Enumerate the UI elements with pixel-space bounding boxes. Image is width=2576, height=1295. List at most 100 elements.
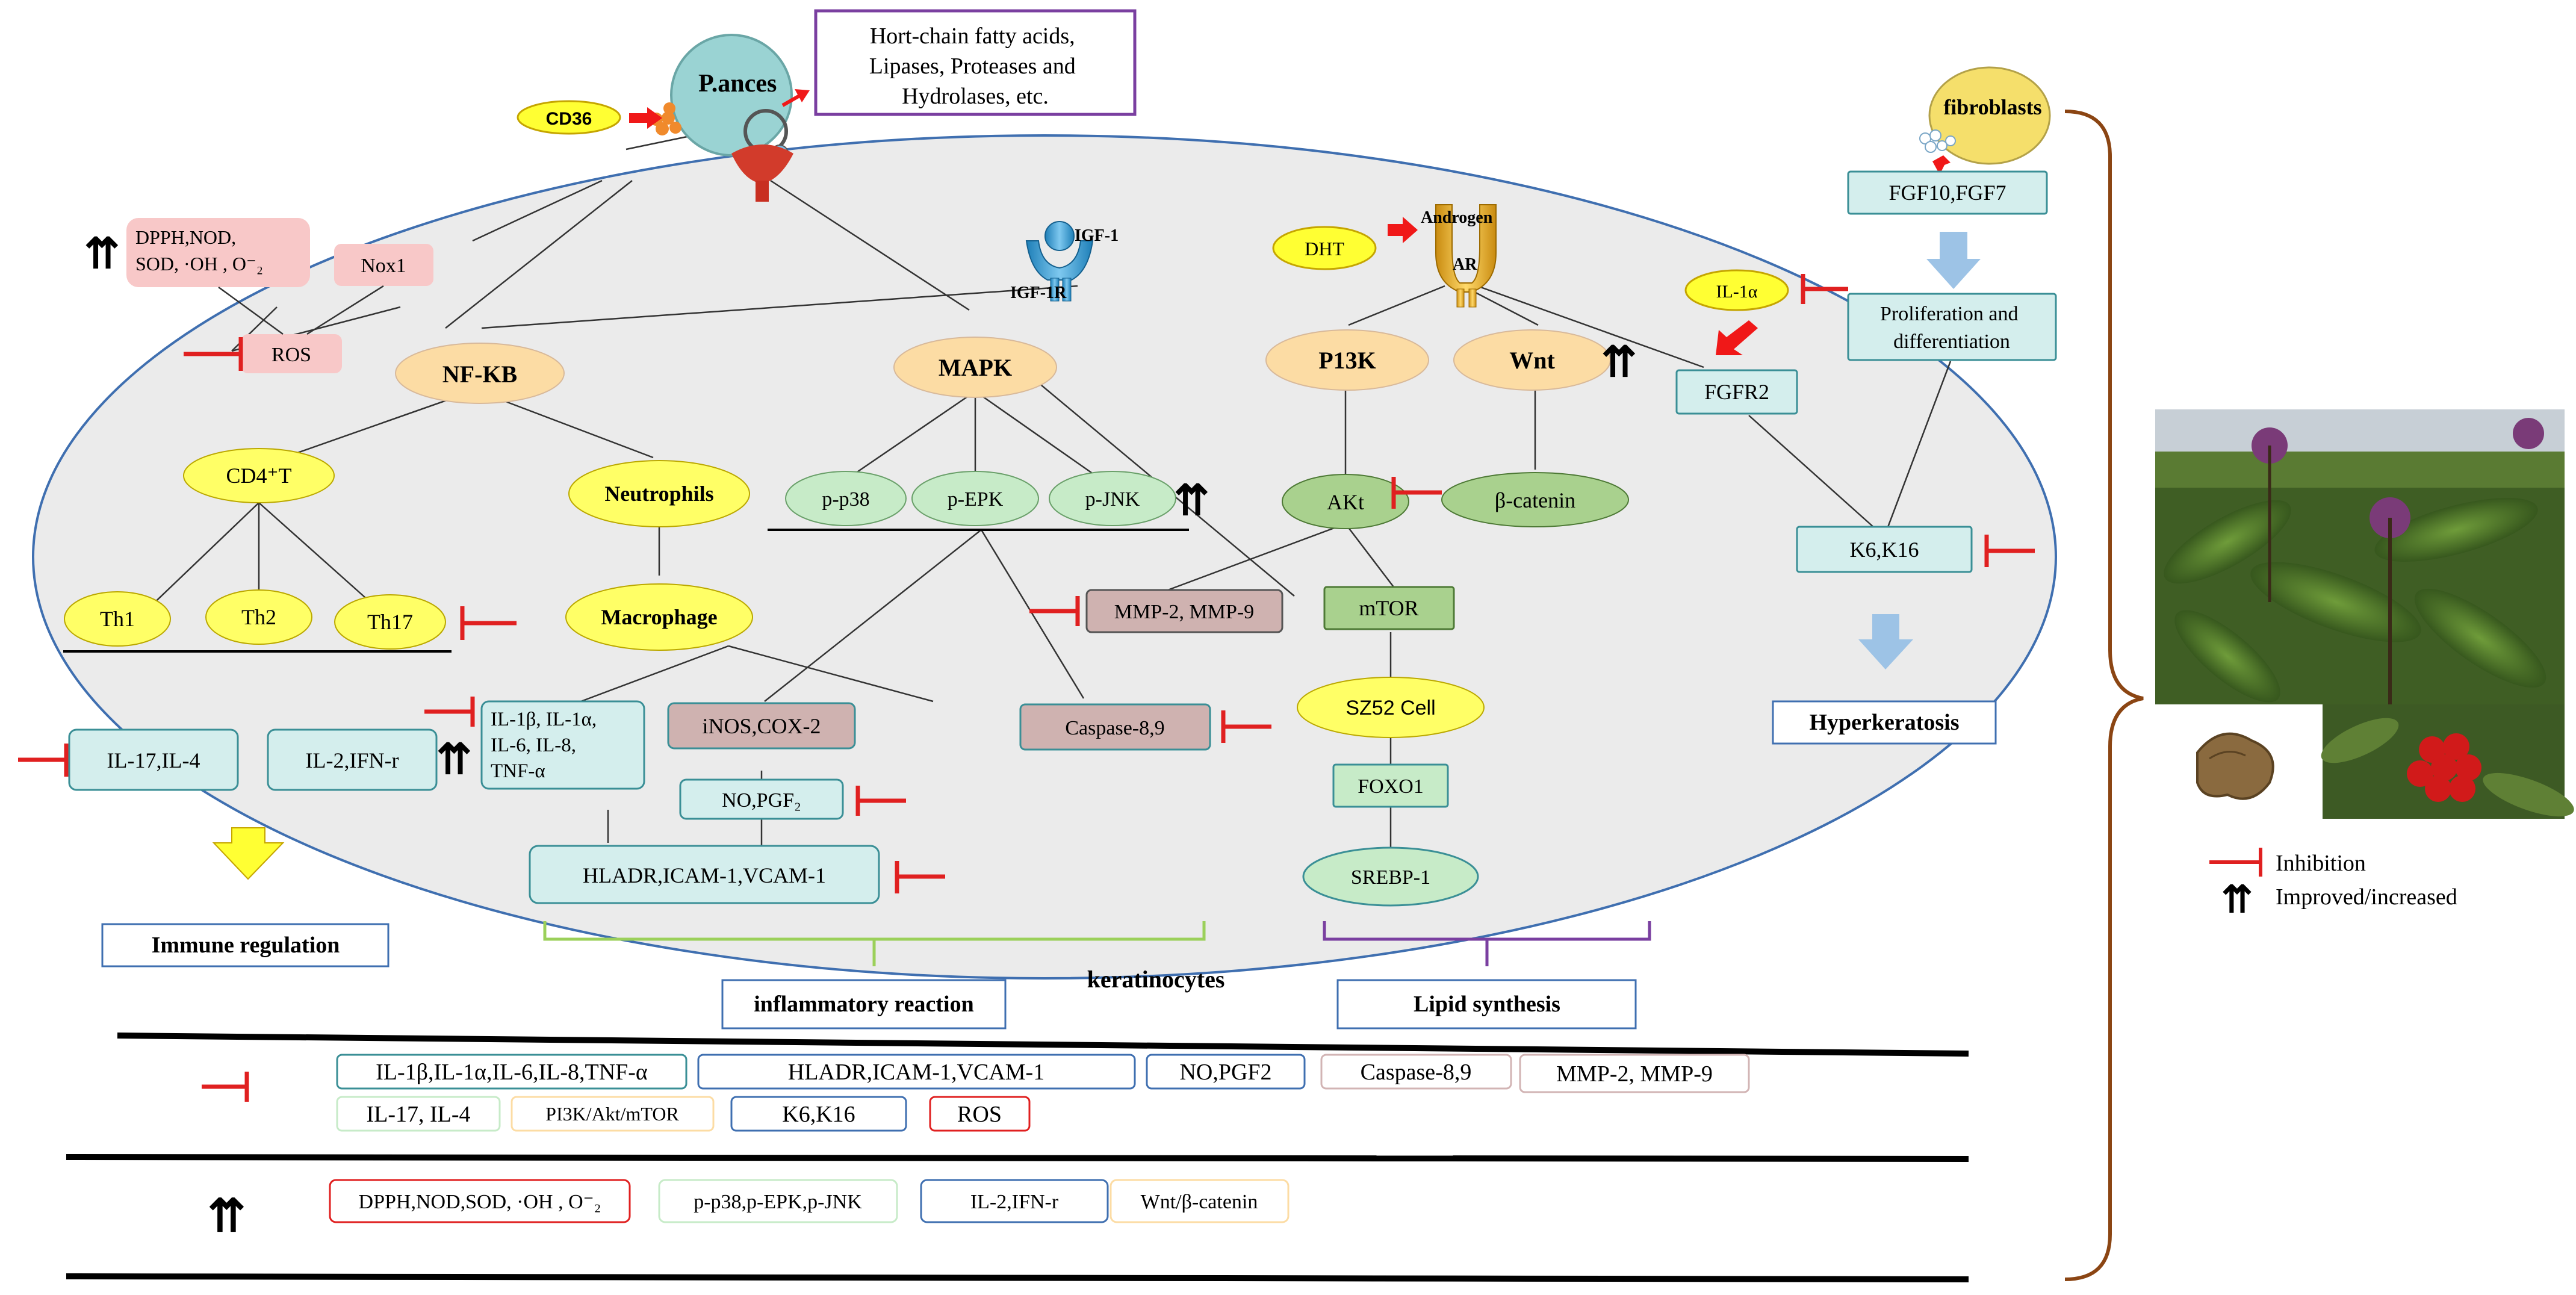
nfkb-oval <box>395 343 565 404</box>
il2-box <box>267 728 438 791</box>
cd4t-oval <box>183 448 335 503</box>
summary-rule-middle <box>66 1154 1969 1162</box>
fibroblasts-label: fibroblasts <box>1943 95 2041 119</box>
summary-inhibited-chips: IL-1β,IL-1α,IL-6,IL-8,TNF-α HLADR,ICAM-1… <box>336 1054 1750 1132</box>
hyperkeratosis-label: Hyperkeratosis <box>1809 710 1959 735</box>
legend-inhibition-label: Inhibition <box>2276 851 2366 876</box>
nox1-box <box>334 244 433 286</box>
cd36-arrow <box>629 107 662 129</box>
wnt-oval <box>1453 329 1611 391</box>
legend-improved-icon: ⇈ <box>2221 879 2253 921</box>
th1-label: Th1 <box>100 607 135 631</box>
summary-increase-marker: ⇈ <box>208 1190 246 1241</box>
mapk-oval <box>893 337 1057 398</box>
mmp-label: MMP-2, MMP-9 <box>1114 601 1254 623</box>
no-pgf-label: NO,PGF₂ <box>722 789 801 812</box>
pp38-label: p-p38 <box>822 488 869 511</box>
nfkb-label: NF-KB <box>442 361 517 388</box>
increase-arrows-mapk: ⇈ <box>1174 477 1209 524</box>
fgfr2-box <box>1675 369 1798 415</box>
th1-oval <box>64 591 171 647</box>
no-pgf-box <box>679 778 844 820</box>
increase-arrows-wnt: ⇈ <box>1601 338 1637 385</box>
fibroblast-vesicles <box>1919 129 1956 153</box>
secreted-products: Hort-chain fatty acids, Lipases, Proteas… <box>869 23 1081 109</box>
foxo1-label: FOXO1 <box>1358 775 1424 798</box>
pi3k-label: P13K <box>1318 347 1376 374</box>
pjnk-oval <box>1049 471 1176 526</box>
summary-chip-wnt: Wnt/β-catenin <box>1141 1191 1258 1213</box>
mapk-label: MAPK <box>939 354 1012 381</box>
fibroblasts-cell <box>1928 66 2051 165</box>
plant-photo-main <box>2155 409 2565 704</box>
il1a-oval <box>1684 269 1789 311</box>
inos-box <box>667 702 856 750</box>
summary-rule-bottom <box>66 1273 1969 1282</box>
igf1r-receptor <box>1025 221 1094 302</box>
plant-photo-seeds <box>2321 704 2574 819</box>
th2-oval <box>205 589 312 645</box>
k6k16-down-arrow <box>1858 614 1913 669</box>
summary-chip-k6k16: K6,K16 <box>782 1102 855 1127</box>
il17-box <box>68 728 239 791</box>
lipid-bracket <box>1323 921 1651 966</box>
ar-label: AR <box>1453 255 1477 274</box>
prolif-line-1: Proliferation and <box>1880 303 2018 325</box>
neutrophils-label: Neutrophils <box>604 482 713 506</box>
ros-label: ROS <box>272 344 311 366</box>
fgf-box <box>1847 170 2048 215</box>
summary-chip-mmp: MMP-2, MMP-9 <box>1556 1061 1713 1087</box>
immune-down-arrow <box>212 827 285 880</box>
summary-inhibit-marker <box>202 1072 249 1102</box>
prolif-box <box>1847 293 2057 361</box>
th2-label: Th2 <box>241 605 276 629</box>
cd36-oval <box>517 100 621 135</box>
wnt-label: Wnt <box>1509 347 1555 374</box>
secreted-products-box <box>814 9 1137 116</box>
dht-oval <box>1272 226 1377 270</box>
antioxidants-line-2: SOD, ·OH , O⁻₂ <box>135 253 263 275</box>
srebp1-oval <box>1302 846 1479 907</box>
caspase-label: Caspase-8,9 <box>1065 717 1164 739</box>
immune-label: Immune regulation <box>152 933 340 958</box>
dht-label: DHT <box>1305 238 1344 259</box>
plant-photo-rhizome <box>2155 704 2309 819</box>
secreted-line-3: Hydrolases, etc. <box>902 84 1049 109</box>
pp38-oval <box>785 471 907 526</box>
lipid-box <box>1336 979 1637 1029</box>
macrophage-label: Macrophage <box>601 605 717 629</box>
antioxidants-line-1: DPPH,NOD, <box>135 226 236 248</box>
foxo1-box <box>1332 763 1449 808</box>
cytokines-label: IL-1β, IL-1α, IL-6, IL-8, TNF-α <box>491 709 601 782</box>
sz52-oval <box>1297 677 1485 738</box>
summary-increased-chips: DPPH,NOD,SOD, ·OH , O⁻₂ p-p38,p-EPK,p-JN… <box>329 1179 1290 1223</box>
fgf-down-arrow <box>1926 232 1981 289</box>
summary-chip-mapk: p-p38,p-EPK,p-JNK <box>694 1191 862 1213</box>
neutrophils-oval <box>568 460 750 527</box>
dht-arrow <box>1388 217 1418 243</box>
curly-brace <box>2064 110 2144 1281</box>
pepk-oval <box>911 471 1039 526</box>
mtor-label: mTOR <box>1359 596 1418 620</box>
summary-chip-il2: IL-2,IFN-r <box>970 1191 1059 1213</box>
cytokines-line-3: TNF-α <box>491 760 545 782</box>
il1a-red-arrow <box>1716 320 1758 355</box>
keratinocytes-label: keratinocytes <box>1087 966 1225 993</box>
il2-label: IL-2,IFN-r <box>306 748 399 772</box>
prolif-label: Proliferation and differentiation <box>1880 303 2023 353</box>
prolif-line-2: differentiation <box>1893 331 2010 353</box>
legend-inhibition-icon <box>2209 848 2262 877</box>
bcatenin-oval <box>1441 472 1629 527</box>
il17-label: IL-17,IL-4 <box>107 748 200 772</box>
k6k16-box <box>1796 526 1973 573</box>
pathogen-group: P.ances <box>650 34 810 202</box>
androgen-receptor <box>1435 204 1497 308</box>
th17-label: Th17 <box>367 610 413 634</box>
summary-rule-top <box>117 1033 1969 1057</box>
antioxidants-label: DPPH,NOD, SOD, ·OH , O⁻₂ <box>135 226 263 275</box>
igf1r-label: IGF-1R <box>1010 284 1067 302</box>
antioxidants-box <box>126 218 310 287</box>
srebp1-label: SREBP-1 <box>1351 866 1430 889</box>
summary-chip-caspase: Caspase-8,9 <box>1361 1060 1472 1085</box>
mtor-box <box>1323 586 1455 630</box>
